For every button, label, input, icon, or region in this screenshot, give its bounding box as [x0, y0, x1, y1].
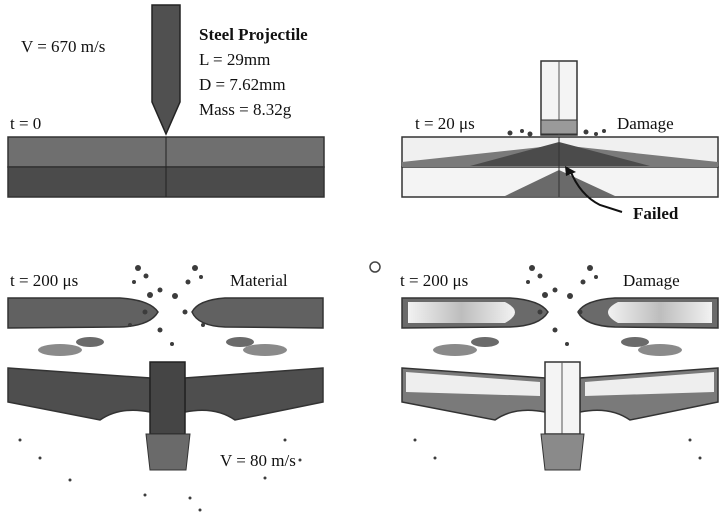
panel-material-late-mode-label: Material — [230, 271, 288, 290]
lower-right-plate-damage — [579, 367, 719, 421]
projectile-length-label: L = 29mm — [199, 50, 271, 69]
panel-initial-time-label: t = 0 — [10, 114, 42, 133]
panel-damage-late-time-label: t = 200 μs — [400, 271, 469, 290]
upper-right-fragment-material — [191, 297, 324, 329]
plate-target — [7, 136, 325, 198]
spall-debris-damage — [413, 265, 702, 460]
panel-damage-early — [401, 60, 719, 213]
stray-particle — [369, 261, 381, 273]
projectile-title-label: Steel Projectile — [199, 25, 308, 44]
upper-left-fragment-material — [7, 297, 159, 329]
upper-right-fragment-damage — [577, 297, 719, 329]
projectile-remnant-material — [145, 361, 191, 471]
debris-early — [507, 129, 606, 137]
panel-material-late-time-label: t = 200 μs — [10, 271, 79, 290]
steel-projectile — [151, 4, 181, 136]
failed-arrow — [565, 166, 623, 213]
plate-damage-early — [401, 136, 719, 198]
spall-debris-material — [18, 265, 302, 512]
initial-velocity-label: V = 670 m/s — [21, 37, 106, 56]
projectile-diameter-label: D = 7.62mm — [199, 75, 286, 94]
projectile-outline-early — [540, 60, 578, 136]
lower-right-plate-material — [184, 367, 324, 421]
failed-label: Failed — [633, 204, 679, 223]
lower-left-plate-material — [7, 367, 151, 421]
projectile-remnant-damage — [540, 361, 585, 471]
panel-damage-late — [369, 261, 719, 471]
projectile-mass-label: Mass = 8.32g — [199, 100, 292, 119]
panel-damage-early-time-label: t = 20 μs — [415, 114, 475, 133]
lower-left-plate-damage — [401, 367, 546, 421]
residual-velocity-label: V = 80 m/s — [220, 451, 296, 470]
panel-damage-early-mode-label: Damage — [617, 114, 674, 133]
upper-left-fragment-damage — [401, 297, 549, 329]
panel-damage-late-mode-label: Damage — [623, 271, 680, 290]
panel-initial — [7, 4, 325, 198]
panel-material-late — [7, 265, 324, 512]
